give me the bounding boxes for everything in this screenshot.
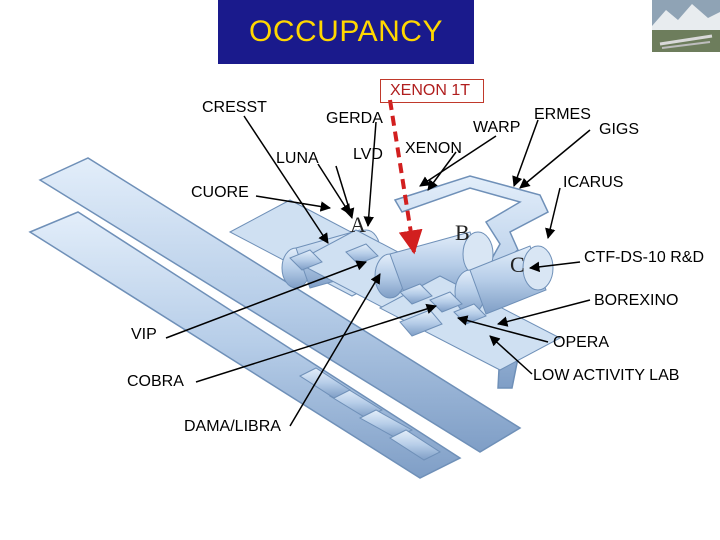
label-opera: OPERA — [553, 334, 610, 351]
small-chambers — [289, 243, 487, 337]
title-banner: OCCUPANCY — [218, 0, 474, 64]
hall-b-label: B — [455, 220, 470, 245]
page-title: OCCUPANCY — [249, 15, 443, 48]
cross-tunnels — [298, 367, 442, 461]
service-tunnel — [393, 175, 549, 389]
highway-tunnels — [28, 157, 522, 479]
label-gigs: GIGS — [599, 121, 640, 138]
xenon-1t-marker — [388, 99, 423, 255]
label-vip: VIP — [131, 326, 157, 343]
label-xenon-1t: XENON 1T — [390, 82, 471, 99]
label-ctf-ds-10: CTF-DS-10 R&D — [584, 249, 705, 266]
label-ermes: ERMES — [534, 106, 591, 123]
label-cobra: COBRA — [127, 373, 184, 390]
label-low-activity-lab: LOW ACTIVITY LAB — [533, 367, 680, 384]
label-warp: WARP — [473, 119, 521, 136]
label-borexino: BOREXINO — [594, 292, 679, 309]
label-xenon: XENON — [405, 140, 462, 157]
label-icarus: ICARUS — [563, 174, 624, 191]
hall-c-label: C — [510, 252, 525, 277]
label-gerda: GERDA — [326, 110, 383, 127]
xenon-1t-box — [380, 79, 484, 103]
label-lvd: LVD — [353, 146, 383, 163]
label-luna: LUNA — [276, 150, 319, 167]
pointer-arrows — [165, 115, 591, 427]
label-dama-libra: DAMA/LIBRA — [184, 418, 281, 435]
mountain-lab-photo-icon — [652, 0, 720, 52]
hall-a-label: A — [350, 212, 366, 237]
label-cresst: CRESST — [202, 99, 267, 116]
label-cuore: CUORE — [191, 184, 249, 201]
